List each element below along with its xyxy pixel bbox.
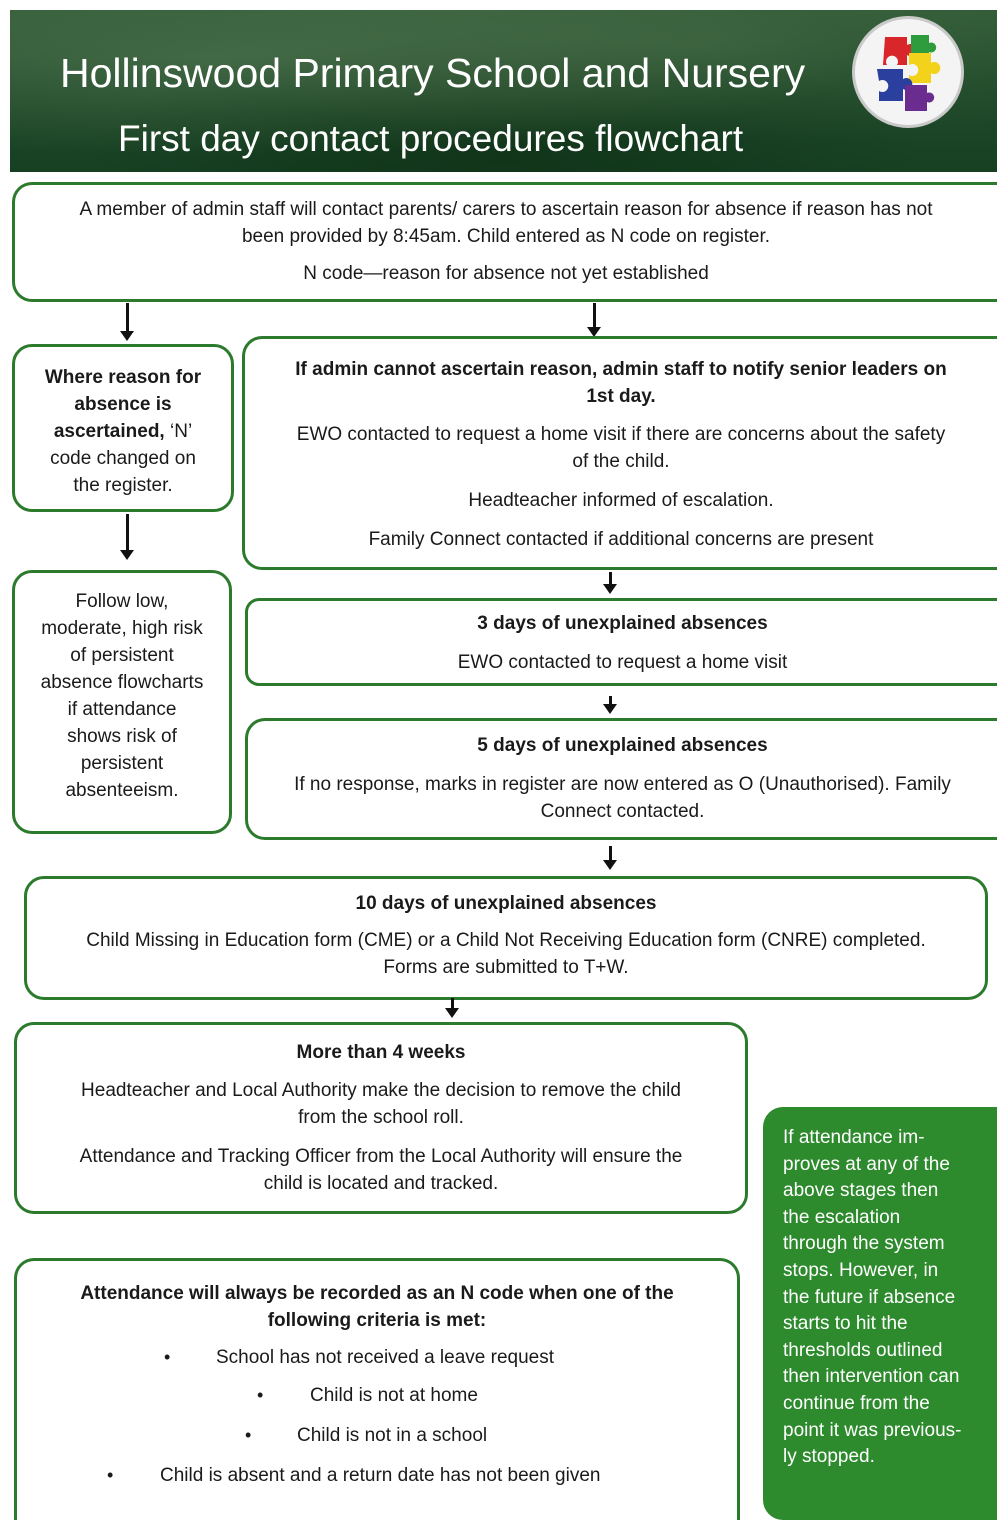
- arrow-down-to-4weeks: [445, 998, 459, 1018]
- puzzle-purple-piece: [905, 85, 935, 111]
- puzzle-logo-icon: [852, 16, 964, 128]
- follow-line: absence flowcharts: [40, 672, 204, 693]
- puzzle-red-piece: [883, 37, 917, 65]
- headteacher-informed: Headteacher informed of escalation.: [468, 490, 774, 511]
- arrow-down-left: [120, 303, 134, 341]
- ascertained-line2: absence is: [74, 394, 172, 415]
- four-weeks-box: More than 4 weeks Headteacher and Local …: [14, 1022, 748, 1214]
- n-code-definition: N code—reason for absence not yet establ…: [303, 263, 709, 284]
- criteria-item-text: School has not received a leave request: [216, 1347, 554, 1368]
- four-weeks-heading: More than 4 weeks: [296, 1042, 466, 1063]
- note-line: continue from the: [783, 1392, 930, 1414]
- note-line: ly stopped.: [783, 1446, 875, 1468]
- note-line: point it was previous-: [783, 1419, 962, 1441]
- note-line: through the system: [783, 1233, 945, 1255]
- follow-line: if attendance: [67, 699, 177, 720]
- follow-line: Follow low,: [75, 591, 169, 612]
- follow-flowcharts-box: Follow low, moderate, high risk of persi…: [12, 570, 232, 834]
- ascertained-line5: the register.: [73, 475, 173, 496]
- notify-leaders-box: If admin cannot ascertain reason, admin …: [242, 336, 997, 570]
- note-line: starts to hit the: [783, 1313, 908, 1335]
- ewo-line1: EWO contacted to request a home visit if…: [296, 424, 946, 445]
- follow-line: absenteeism.: [65, 780, 179, 801]
- ten-days-box: 10 days of unexplained absences Child Mi…: [24, 876, 988, 1000]
- reason-ascertained-box: Where reason for absence is ascertained,…: [12, 344, 234, 512]
- n-code-criteria-box: Attendance will always be recorded as an…: [14, 1258, 740, 1520]
- four-weeks-line3: Attendance and Tracking Officer from the…: [79, 1146, 683, 1167]
- ascertained-line4: code changed on: [50, 448, 196, 469]
- four-weeks-line1: Headteacher and Local Authority make the…: [81, 1080, 681, 1101]
- flowchart-subtitle: First day contact procedures flowchart: [118, 118, 744, 159]
- arrow-down-right: [587, 303, 601, 337]
- bullet-icon: •: [164, 1347, 171, 1367]
- ascertained-line1: Where reason for: [44, 367, 202, 388]
- banner-texture: [10, 10, 997, 172]
- criteria-heading2: following criteria is met:: [267, 1310, 487, 1331]
- note-line: If attendance im-: [783, 1127, 925, 1148]
- puzzle-green-piece: [911, 35, 937, 53]
- ascertained-line3: ascertained, ‘N’: [15, 418, 231, 445]
- five-days-box: 5 days of unexplained absences If no res…: [245, 718, 997, 840]
- family-connect: Family Connect contacted if additional c…: [368, 529, 874, 550]
- arrow-down-to-5days: [603, 696, 617, 714]
- initial-contact-line1: A member of admin staff will contact par…: [79, 199, 933, 220]
- notify-heading2: 1st day.: [586, 386, 656, 407]
- criteria-item-text: Child is not in a school: [297, 1425, 488, 1446]
- criteria-item-text: Child is not at home: [310, 1385, 478, 1406]
- four-weeks-line4: child is located and tracked.: [263, 1173, 499, 1194]
- school-title: Hollinswood Primary School and Nursery: [60, 50, 806, 96]
- note-line: then intervention can: [783, 1366, 960, 1388]
- note-line: stops. However, in: [783, 1259, 939, 1281]
- three-days-text: EWO contacted to request a home visit: [457, 652, 788, 673]
- four-weeks-line2: from the school roll.: [298, 1107, 464, 1128]
- arrow-down-ascertained: [120, 514, 134, 560]
- ascertained-bold: ascertained,: [53, 421, 165, 442]
- follow-line: moderate, high risk: [41, 618, 203, 639]
- bullet-icon: •: [245, 1425, 252, 1445]
- ten-days-line1: Child Missing in Education form (CME) or…: [86, 930, 926, 951]
- five-days-line2: Connect contacted.: [540, 801, 705, 822]
- note-line: thresholds outlined: [783, 1339, 943, 1361]
- bullet-icon: •: [107, 1465, 114, 1485]
- arrow-down-to-3days: [603, 572, 617, 594]
- five-days-line1: If no response, marks in register are no…: [294, 774, 951, 795]
- note-line: the future if absence: [783, 1286, 956, 1308]
- follow-line: persistent: [80, 753, 164, 774]
- criteria-item-text: Child is absent and a return date has no…: [160, 1465, 601, 1486]
- header-banner: Hollinswood Primary School and Nursery F…: [10, 10, 997, 172]
- note-line: the escalation: [783, 1206, 901, 1228]
- puzzle-yellow-piece: [909, 53, 941, 83]
- initial-contact-line2: been provided by 8:45am. Child entered a…: [241, 226, 771, 247]
- follow-line: of persistent: [70, 645, 174, 666]
- puzzle-blue-piece: [877, 69, 913, 101]
- ten-days-heading: 10 days of unexplained absences: [355, 893, 657, 914]
- notify-heading1: If admin cannot ascertain reason, admin …: [295, 359, 947, 380]
- criteria-heading1: Attendance will always be recorded as an…: [80, 1283, 674, 1304]
- note-line: above stages then: [783, 1180, 939, 1202]
- ascertained-n-quote: ‘N’: [164, 421, 193, 442]
- three-days-heading: 3 days of unexplained absences: [477, 613, 768, 634]
- attendance-improves-note: If attendance im- proves at any of the a…: [763, 1107, 997, 1520]
- note-line: proves at any of the: [783, 1153, 950, 1175]
- follow-line: shows risk of: [67, 726, 177, 747]
- initial-contact-box: A member of admin staff will contact par…: [12, 182, 997, 302]
- ten-days-line2: Forms are submitted to T+W.: [383, 957, 629, 978]
- ewo-line2: of the child.: [572, 451, 670, 472]
- arrow-down-to-10days: [603, 846, 617, 870]
- three-days-box: 3 days of unexplained absences EWO conta…: [245, 598, 997, 686]
- bullet-icon: •: [257, 1385, 264, 1405]
- five-days-heading: 5 days of unexplained absences: [477, 735, 768, 756]
